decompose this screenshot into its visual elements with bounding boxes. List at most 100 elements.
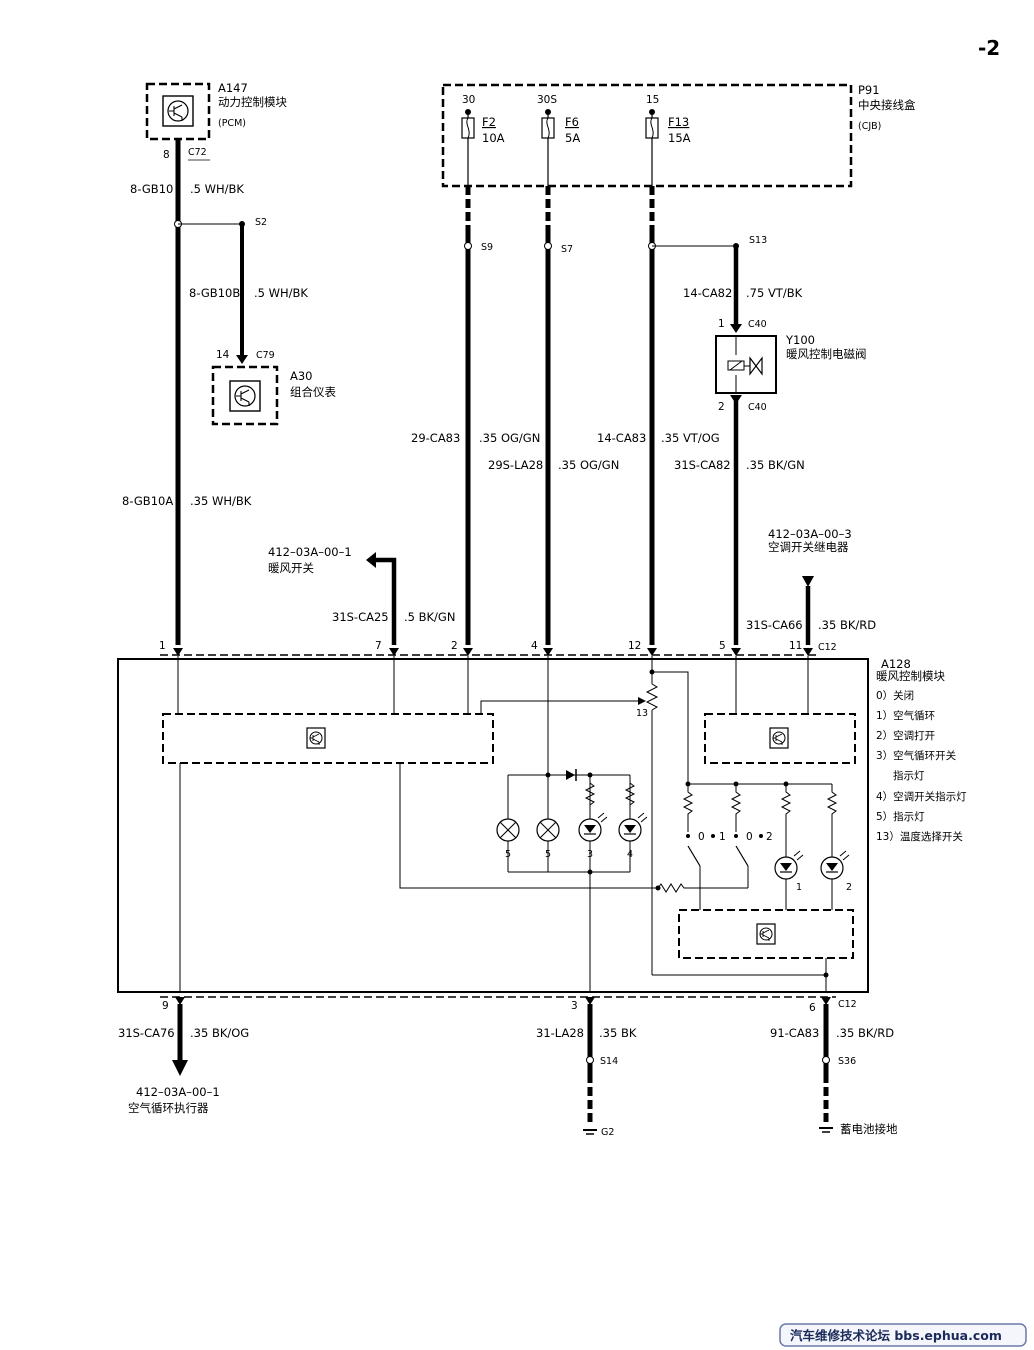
hcm-left-ecu-icon [306,727,326,749]
wire-ca83-91-id: 91-CA83 [770,1026,819,1040]
valve-name: 暖风控制电磁阀 [786,347,867,361]
wire-gb10a-id: 8-GB10A [122,494,173,508]
splice-s2: S2 [255,217,267,228]
led-right-1: 1 [796,882,802,893]
fuse-f2-terminal: 30 [462,94,475,106]
hcm-bottom-ecu-icon [756,923,776,945]
wire-ca83-29-id: 29-CA83 [411,431,460,445]
wire-ca83-14-spec: .35 VT/OG [661,431,720,445]
hcm-legend: 0）关闭 1）空气循环 2）空调打开 3）空气循环开关 指示灯 4）空调开关指示… [876,689,967,843]
splice-s14: S14 [600,1056,618,1067]
fuse-f13: 15 F13 15A [645,94,691,186]
wire-la28-29s-id: 29S-LA28 [488,458,543,472]
pin-top-11: 11 [789,640,802,652]
valve-pin-bottom: 2 [718,401,725,413]
ref-heater-switch-code: 412–03A–00–1 [268,545,352,559]
wire-ca76-id: 31S-CA76 [118,1026,175,1040]
hcm-top-connectors [173,648,813,656]
ref-ac-relay-code: 412–03A–00–3 [768,527,852,541]
led-right-2: 2 [846,882,852,893]
watermark-text: 汽车维修技术论坛 bbs.ephua.com [790,1328,1002,1343]
cluster-pin: 14 [216,349,230,361]
legend-0: 0）关闭 [876,689,914,702]
wire-ca82-14-spec: .75 VT/BK [746,286,803,300]
hcm-module [117,654,869,998]
fuse-f6-terminal: 30S [537,94,557,106]
wire-gb10b-id: 8-GB10B [189,286,240,300]
lamp-label-a: 5 [505,849,511,860]
cluster-module: 14 C79 A30 组合仪表 [211,349,336,426]
valve-connector-bottom: C40 [748,402,767,413]
fuse-f13-name: F13 [668,115,689,129]
hcm-right-ecu-icon [769,727,789,749]
valve-connector-top: C40 [748,319,767,330]
pin-bottom-6: 6 [809,1002,816,1014]
wire-ca25 [374,557,397,645]
pin-top-7: 7 [375,640,382,652]
legend-3: 3）空气循环开关 [876,749,957,762]
wire-ca76-spec: .35 BK/OG [190,1026,249,1040]
switch-pos-1: 1 [719,831,726,843]
wire-ca82-31s-spec: .35 BK/GN [746,458,805,472]
switch-pos-0a: 0 [698,831,705,843]
hcm-connector-top: C12 [818,642,837,653]
fuse-f6: 30S F6 5A [537,94,580,186]
ref-ac-relay-name: 空调开关继电器 [768,540,849,554]
watermark: 汽车维修技术论坛 bbs.ephua.com [779,1323,1027,1347]
fuse-f2-name: F2 [482,115,496,129]
pin-bottom-9: 9 [162,1000,169,1012]
hcm-name: 暖风控制模块 [876,669,945,683]
pin-top-4: 4 [531,640,538,652]
fuse-f6-rating: 5A [565,131,580,145]
wire-ca66-spec: .35 BK/RD [818,618,876,632]
lamp-label-c: 3 [587,849,593,860]
switch-pos-0b: 0 [746,831,753,843]
legend-13: 13）温度选择开关 [876,830,963,843]
pcm-connector: C72 [188,147,207,158]
heater-valve: 1 C40 Y100 暖风控制电磁阀 2 C40 [715,318,867,413]
wire-ca25-id: 31S-CA25 [332,610,389,624]
valve-pin-top: 1 [718,318,725,330]
wire-la28-31-spec: .35 BK [599,1026,637,1040]
cluster-connector: C79 [256,350,275,361]
pin-top-1: 1 [159,640,166,652]
ground-battery: 蓄电池接地 [840,1122,898,1136]
wire-ca66-id: 31S-CA66 [746,618,803,632]
wire-ca83-14-id: 14-CA83 [597,431,646,445]
temp-switch-pin: 13 [636,708,648,719]
hcm-internal: 13 5 5 3 4 [162,656,856,993]
splice-s13: S13 [749,235,767,246]
cluster-id: A30 [290,369,313,383]
legend-5: 5）指示灯 [876,810,925,823]
splice-s9: S9 [481,242,493,253]
lamp-label-d: 4 [627,849,633,860]
hcm-connector-bottom: C12 [838,999,857,1010]
pcm-abbr: (PCM) [218,118,246,129]
fuse-f13-terminal: 15 [646,94,659,106]
wire-ca25-spec: .5 BK/GN [404,610,455,624]
fuse-f2-rating: 10A [482,131,505,145]
ground-g2: G2 [601,1127,614,1138]
fuse-f13-rating: 15A [668,131,691,145]
legend-3b: 指示灯 [893,769,925,782]
hcm-id: A128 [881,657,911,671]
cjb-box: P91 中央接线盒 (CJB) [441,83,916,188]
fuse-f6-name: F6 [565,115,579,129]
pcm-module: A147 动力控制模块 (PCM) 8 C72 [145,81,287,161]
page-number: -2 [978,36,1000,60]
fuse-f2: 30 F2 10A [461,94,505,186]
cjb-abbr: (CJB) [858,121,881,132]
pin-top-2: 2 [451,640,458,652]
cluster-ecu-icon [229,380,261,412]
wire-ca82-14-id: 14-CA82 [683,286,732,300]
legend-2: 2）空调打开 [876,729,935,742]
pcm-pin: 8 [163,149,170,161]
cluster-name: 组合仪表 [290,385,336,399]
ref-recirc-code: 412–03A–00–1 [136,1085,220,1099]
pin-bottom-3: 3 [571,1000,578,1012]
cjb-id: P91 [858,83,880,97]
legend-1: 1）空气循环 [876,709,935,722]
wire-ca83-91-spec: .35 BK/RD [836,1026,894,1040]
splice-s7: S7 [561,244,573,255]
